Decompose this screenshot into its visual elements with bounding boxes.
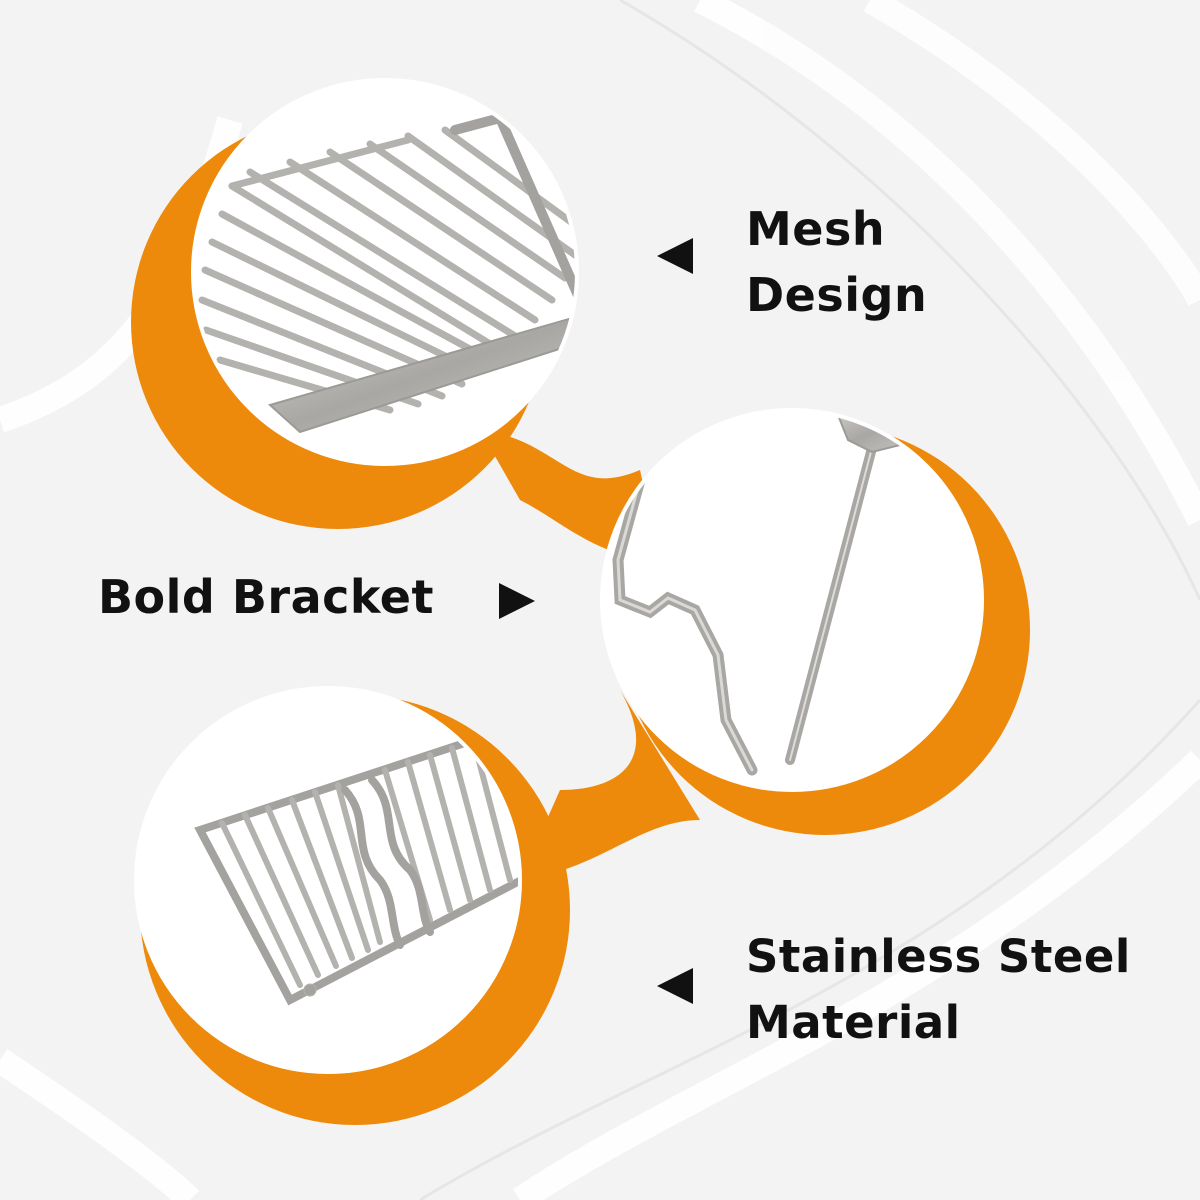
feature-label-bold-bracket: Bold Bracket <box>98 564 434 630</box>
mesh-detail-photo <box>191 78 579 466</box>
feature-label-mesh-design: Mesh Design <box>746 196 927 328</box>
steel-rack-photo <box>134 686 522 1074</box>
feature-label-line: Bold Bracket <box>98 570 434 624</box>
feature-label-line: Mesh <box>746 202 886 256</box>
arrow-right-icon <box>499 583 535 619</box>
feature-label-line: Stainless Steel <box>746 930 1131 983</box>
arrow-left-icon <box>657 238 693 274</box>
feature-label-line: Material <box>746 996 961 1049</box>
arrow-left-icon <box>657 968 693 1004</box>
feature-label-line: Design <box>746 268 928 322</box>
feature-label-stainless-steel: Stainless Steel Material <box>746 924 1131 1056</box>
